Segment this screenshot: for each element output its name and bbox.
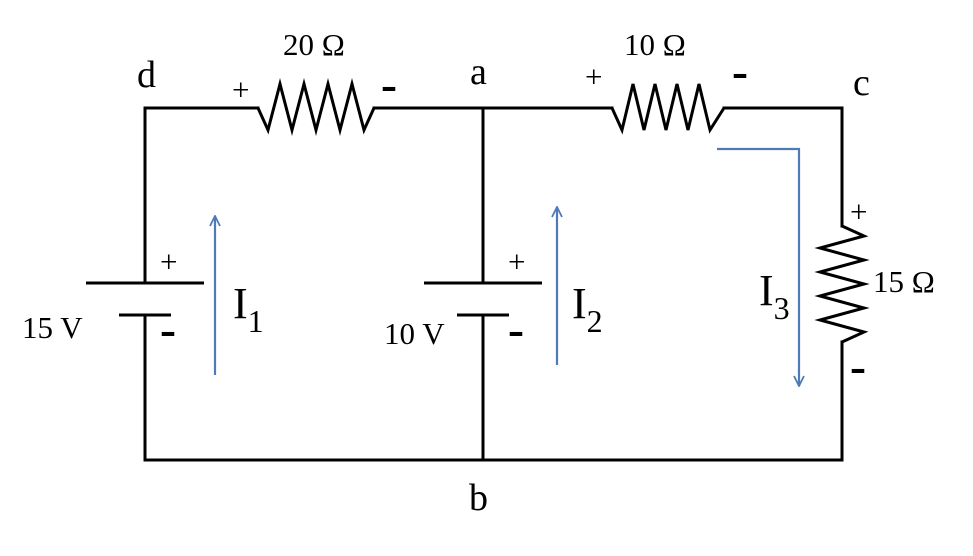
battery-mid-minus-sign: – (508, 313, 524, 351)
resistor-10-ohm (610, 83, 726, 135)
current-i2-subscript: 2 (587, 303, 603, 339)
battery-left-minus-sign: – (160, 313, 176, 351)
resistor-20-minus-sign: – (381, 68, 397, 106)
battery-mid-plus-sign: + (508, 244, 525, 279)
current-i2-symbol: I (572, 279, 587, 328)
battery-mid-10v (424, 281, 542, 317)
current-label-i3: I3 (759, 266, 790, 326)
current-label-i2: I2 (572, 279, 603, 339)
node-label-c: c (853, 62, 870, 104)
resistor-20-ohm (256, 78, 376, 136)
current-i1-symbol: I (233, 279, 248, 328)
node-label-b: b (469, 477, 488, 519)
current-i1-subscript: 1 (248, 303, 264, 339)
current-i3-symbol: I (759, 266, 774, 315)
wires (143, 106, 844, 462)
resistor-10-plus-sign: + (585, 59, 602, 94)
resistor-15-ohm (814, 224, 870, 344)
node-label-d: d (137, 54, 156, 96)
resistor-15-minus-sign: – (850, 350, 866, 388)
resistor-20-value: 20 Ω (283, 27, 345, 62)
battery-left-value: 15 V (22, 310, 83, 345)
battery-mid-value: 10 V (384, 316, 445, 351)
current-label-i1: I1 (233, 279, 264, 339)
current-i3-subscript: 3 (774, 290, 790, 326)
battery-left-plus-sign: + (160, 244, 177, 279)
resistor-10-minus-sign: – (732, 55, 748, 93)
resistor-15-value: 15 Ω (873, 264, 935, 299)
current-arrow-i3 (717, 147, 799, 386)
resistor-15-plus-sign: + (850, 194, 867, 229)
resistor-10-value: 10 Ω (624, 27, 686, 62)
battery-left-15v (86, 281, 204, 317)
resistor-20-plus-sign: + (232, 72, 249, 107)
node-label-a: a (470, 51, 487, 93)
